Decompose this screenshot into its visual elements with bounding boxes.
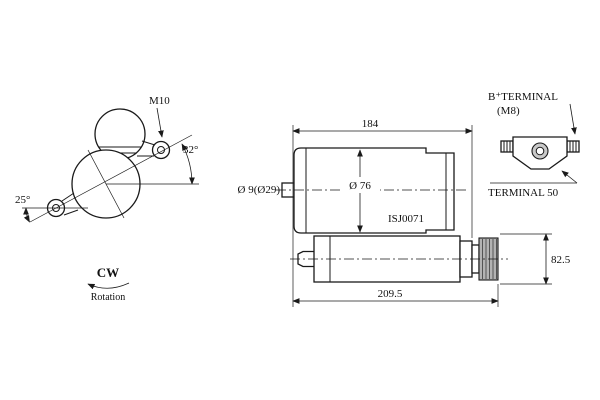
lug-connector bbox=[63, 209, 79, 216]
lug-connector bbox=[141, 140, 156, 146]
body-dia-label: Ø 76 bbox=[349, 180, 371, 192]
part-number-label: ISJ0071 bbox=[388, 213, 424, 225]
dim-209-label: 209.5 bbox=[378, 288, 403, 300]
rotation-arrow bbox=[87, 282, 130, 290]
terminal-detail: B⁺TERMINAL (M8) TERMINAL 50 bbox=[488, 91, 580, 199]
m10-label: M10 bbox=[149, 95, 170, 107]
b-terminal-leader-arrow bbox=[569, 103, 577, 135]
dim-184-label: 184 bbox=[362, 118, 379, 130]
terminal-hole bbox=[535, 146, 545, 156]
rotation-label: Rotation bbox=[91, 292, 125, 303]
terminal-50-label: TERMINAL 50 bbox=[488, 187, 559, 199]
b-terminal-label: B⁺TERMINAL bbox=[488, 91, 558, 103]
angle-25-arc bbox=[23, 207, 30, 223]
dim-text-mask bbox=[340, 177, 380, 193]
lug-hole-right bbox=[157, 146, 165, 154]
lug-connector bbox=[61, 192, 75, 202]
terminal-50-leader-arrow bbox=[561, 170, 578, 184]
front-view: M10 32° 25° CW Rotation bbox=[15, 95, 199, 303]
angle-32-label: 32° bbox=[183, 144, 198, 156]
m10-leader-arrow bbox=[156, 107, 164, 138]
shaft-dia-label: Ø 9(Ø29) bbox=[238, 184, 281, 196]
angle-32-arc bbox=[181, 143, 195, 185]
angle-25-label: 25° bbox=[15, 194, 30, 206]
cw-label: CW bbox=[97, 265, 119, 280]
lug-center-line bbox=[29, 134, 193, 223]
dim-82-label: 82.5 bbox=[551, 254, 571, 266]
m8-label: (M8) bbox=[497, 105, 520, 117]
side-view: 184 Ø 76 Ø 9(Ø29) ISJ0071 209.5 82.5 bbox=[238, 118, 571, 307]
mounting-lug-right bbox=[151, 140, 171, 160]
